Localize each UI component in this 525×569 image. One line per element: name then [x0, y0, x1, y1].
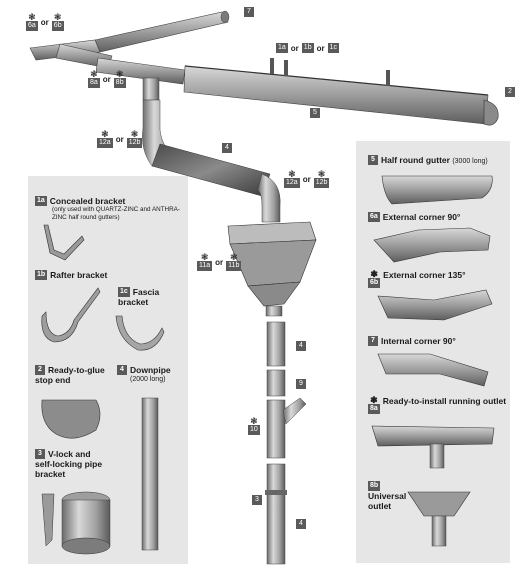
part-1a-note: (only used with QUARTZ-ZINC and ANTHRA-Z… — [52, 206, 180, 221]
callout-12a-or-12b-right: ❃12a or ❃12b — [284, 169, 330, 188]
hopper-head — [227, 221, 317, 317]
callout-10: ❃10 — [248, 416, 260, 435]
callout-9: 9 — [296, 379, 306, 389]
running-outlet-illustration — [371, 425, 495, 469]
branch-piece — [266, 397, 307, 459]
downpipe-illustration — [141, 397, 159, 551]
gutter-running-outlet — [95, 57, 186, 101]
callout-3: 3 — [252, 495, 262, 505]
concealed-bracket-illustration — [43, 224, 85, 261]
part-5-sub: (3000 long) — [452, 158, 488, 165]
pipe-bracket-ring — [265, 490, 287, 495]
downpipe-offset — [142, 99, 281, 223]
universal-outlet-illustration — [407, 491, 471, 547]
pipe-socket — [266, 369, 286, 397]
external-corner-135-illustration — [377, 289, 493, 321]
downpipe-segment-lower — [266, 463, 286, 565]
external-corner-90-illustration — [373, 227, 491, 263]
callout-4-top: 4 — [222, 143, 232, 153]
part-8b-title: 8bUniversal outlet — [368, 481, 407, 511]
callout-11a-or-11b: ❃11a or ❃11b — [197, 252, 242, 271]
gutter-half-round-main — [183, 58, 489, 125]
callout-2: 2 — [505, 87, 515, 97]
rafter-bracket-illustration — [41, 287, 101, 343]
downpipe-segment-upper — [266, 321, 286, 367]
gutter-internal-corner — [94, 10, 230, 53]
internal-corner-90-illustration — [377, 353, 489, 387]
part-4-sub: (2000 long) — [130, 376, 166, 383]
callout-7: 7 — [244, 7, 254, 17]
callout-6a-or-6b: ❃6a or ❃6b — [26, 12, 64, 31]
v-lock-bracket-illustration — [41, 491, 111, 555]
stop-end-illustration — [41, 399, 101, 439]
callout-4-mid: 4 — [296, 341, 306, 351]
callout-12a-or-12b: ❃12a or ❃12b — [97, 129, 143, 148]
callout-5: 5 — [310, 108, 320, 118]
callout-4-bottom: 4 — [296, 519, 306, 529]
stop-end-part — [483, 99, 499, 126]
callout-8a-or-8b: ❃8a or ❃8b — [88, 69, 126, 88]
fascia-bracket-illustration — [115, 315, 165, 351]
half-round-gutter-illustration — [381, 175, 493, 205]
